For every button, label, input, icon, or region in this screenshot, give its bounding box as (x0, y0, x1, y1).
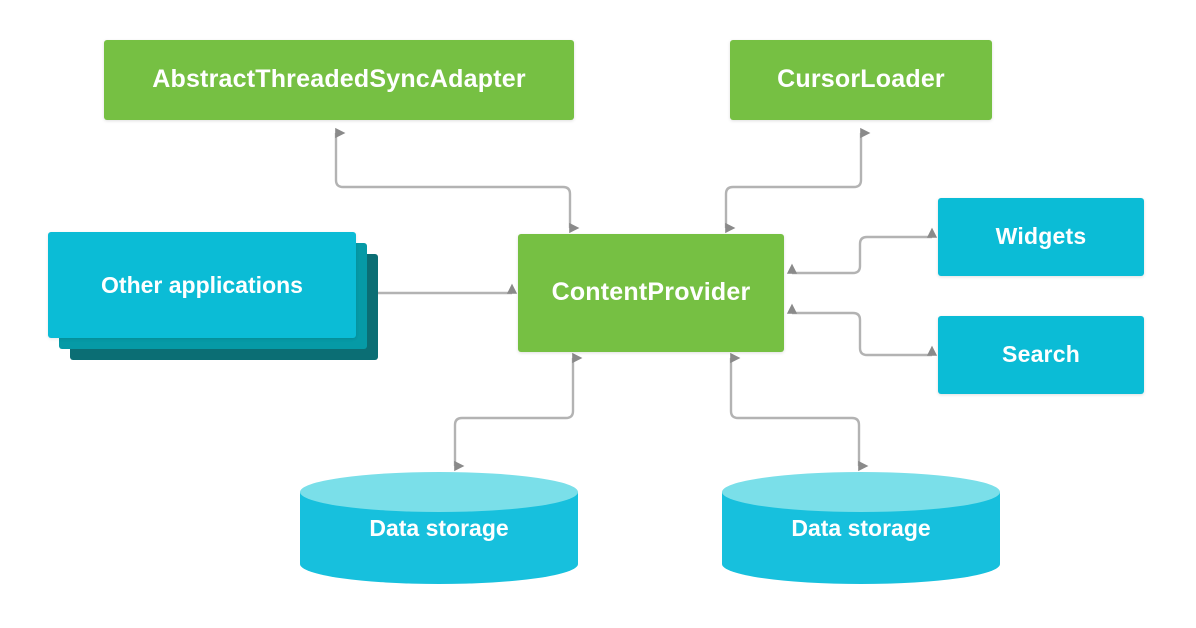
node-label: ContentProvider (551, 278, 751, 307)
edge-contentprovider-datastorage-right (729, 352, 869, 472)
node-label: Other applications (101, 271, 303, 298)
node-data-storage-right[interactable]: Data storage (722, 472, 1000, 584)
edge-cursorloader-contentprovider (724, 127, 871, 234)
edge-search-contentprovider (786, 303, 938, 357)
node-other-applications[interactable]: Other applications (48, 232, 378, 360)
edge-widgets-contentprovider (786, 227, 938, 275)
node-content-provider[interactable]: ContentProvider (518, 234, 784, 352)
node-widgets[interactable]: Widgets (938, 198, 1144, 276)
node-label: AbstractThreadedSyncAdapter (152, 65, 526, 94)
node-data-storage-left[interactable]: Data storage (300, 472, 578, 584)
edge-contentprovider-datastorage-left (453, 352, 583, 472)
stack-layer-front: Other applications (48, 232, 356, 338)
cylinder-top (722, 472, 1000, 512)
node-label: Data storage (369, 514, 509, 541)
cylinder-top (300, 472, 578, 512)
node-cursor-loader[interactable]: CursorLoader (730, 40, 992, 120)
node-label: Data storage (791, 514, 931, 541)
node-label: Search (1002, 341, 1080, 368)
node-label: Widgets (995, 223, 1087, 250)
node-label: CursorLoader (777, 65, 945, 94)
node-search[interactable]: Search (938, 316, 1144, 394)
edge-syncadapter-contentprovider (334, 127, 580, 234)
node-abstract-threaded-sync-adapter[interactable]: AbstractThreadedSyncAdapter (104, 40, 574, 120)
